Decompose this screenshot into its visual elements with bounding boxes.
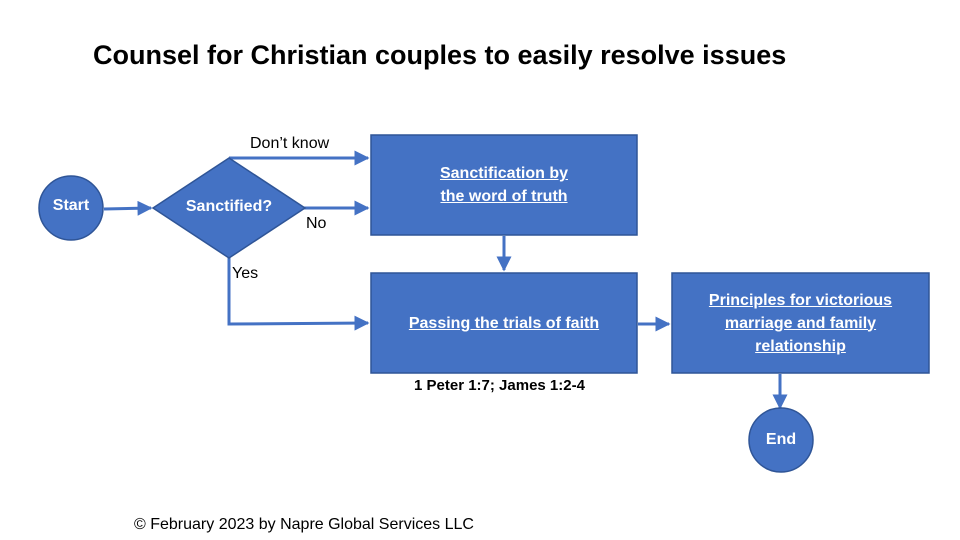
start-label: Start <box>52 197 90 214</box>
start-node <box>38 175 104 241</box>
decision-label: Sanctified? <box>185 198 273 215</box>
connector-start-to-decision <box>103 200 153 216</box>
trials-link[interactable]: Passing the trials of faith <box>371 273 637 373</box>
trials-box <box>370 272 638 374</box>
end-label: End <box>765 431 797 448</box>
edge-label-no: No <box>306 215 327 232</box>
copyright-footer: © February 2023 by Napre Global Services… <box>134 516 474 533</box>
sanctification-link-line1[interactable]: Sanctification by <box>439 165 569 182</box>
scripture-reference: 1 Peter 1:7; James 1:2-4 <box>414 377 585 394</box>
edge-label-dont-know: Don’t know <box>250 135 330 152</box>
sanctification-box <box>370 134 638 236</box>
page-title: Counsel for Christian couples to easily … <box>93 40 787 70</box>
principles-link-line1[interactable]: Principles for victorious <box>708 291 893 309</box>
connector-yes <box>227 258 370 331</box>
sanctification-link-line2[interactable]: the word of truth <box>440 188 568 205</box>
trials-link-text[interactable]: Passing the trials of faith <box>408 314 600 332</box>
end-node <box>748 407 814 473</box>
decision-diamond <box>151 157 307 259</box>
principles-box <box>671 272 930 374</box>
principles-link-line2[interactable]: marriage and family <box>724 314 877 332</box>
sanctification-link[interactable]: Sanctification by the word of truth <box>371 135 637 235</box>
principles-link-line3[interactable]: relationship <box>755 337 846 355</box>
edge-label-yes: Yes <box>232 265 259 282</box>
principles-link[interactable]: Principles for victorious marriage and f… <box>672 273 929 373</box>
